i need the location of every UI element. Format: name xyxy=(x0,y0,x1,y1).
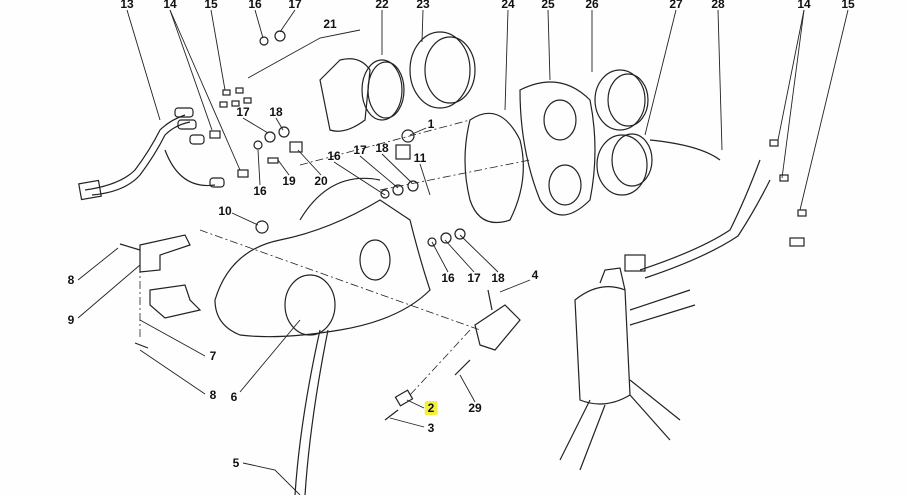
callout-7: 7 xyxy=(209,349,217,363)
callout-3: 3 xyxy=(427,421,435,435)
callout-21: 21 xyxy=(323,17,337,31)
callout-9: 9 xyxy=(67,313,75,327)
callout-8: 8 xyxy=(67,273,75,287)
callout-22: 22 xyxy=(375,0,389,11)
callout-18: 18 xyxy=(269,105,283,119)
callout-19: 19 xyxy=(282,174,296,188)
callout-23: 23 xyxy=(416,0,430,11)
callout-2-highlighted: 2 xyxy=(424,401,438,415)
callout-5: 5 xyxy=(232,456,240,470)
callout-15: 15 xyxy=(204,0,218,11)
callout-20: 20 xyxy=(314,174,328,188)
bracket xyxy=(139,234,202,319)
wiring-harness-right xyxy=(624,139,807,279)
callout-14: 14 xyxy=(797,0,811,11)
callout-24: 24 xyxy=(501,0,515,11)
callout-18: 18 xyxy=(375,141,389,155)
callout-29: 29 xyxy=(468,401,482,415)
leader-lines xyxy=(77,9,849,495)
callout-8: 8 xyxy=(209,388,217,402)
callout-17: 17 xyxy=(288,0,302,11)
callout-17: 17 xyxy=(353,143,367,157)
callout-17: 17 xyxy=(236,105,250,119)
callout-28: 28 xyxy=(711,0,725,11)
callout-13: 13 xyxy=(120,0,134,11)
callout-15: 15 xyxy=(841,0,855,11)
wiring-harness-left xyxy=(78,107,225,201)
callout-6: 6 xyxy=(230,390,238,404)
callout-25: 25 xyxy=(541,0,555,11)
callout-26: 26 xyxy=(585,0,599,11)
gauges xyxy=(319,31,653,224)
frame xyxy=(559,267,696,471)
instrument-housing xyxy=(214,177,431,495)
callout-16: 16 xyxy=(327,149,341,163)
callout-16: 16 xyxy=(253,184,267,198)
callout-18: 18 xyxy=(491,271,505,285)
callout-11: 11 xyxy=(413,151,427,165)
callout-1: 1 xyxy=(427,117,435,131)
callout-10: 10 xyxy=(218,204,232,218)
callout-17: 17 xyxy=(467,271,481,285)
callout-16: 16 xyxy=(441,271,455,285)
callout-4: 4 xyxy=(531,268,539,282)
callout-16: 16 xyxy=(248,0,262,11)
callout-14: 14 xyxy=(163,0,177,11)
callout-27: 27 xyxy=(669,0,683,11)
